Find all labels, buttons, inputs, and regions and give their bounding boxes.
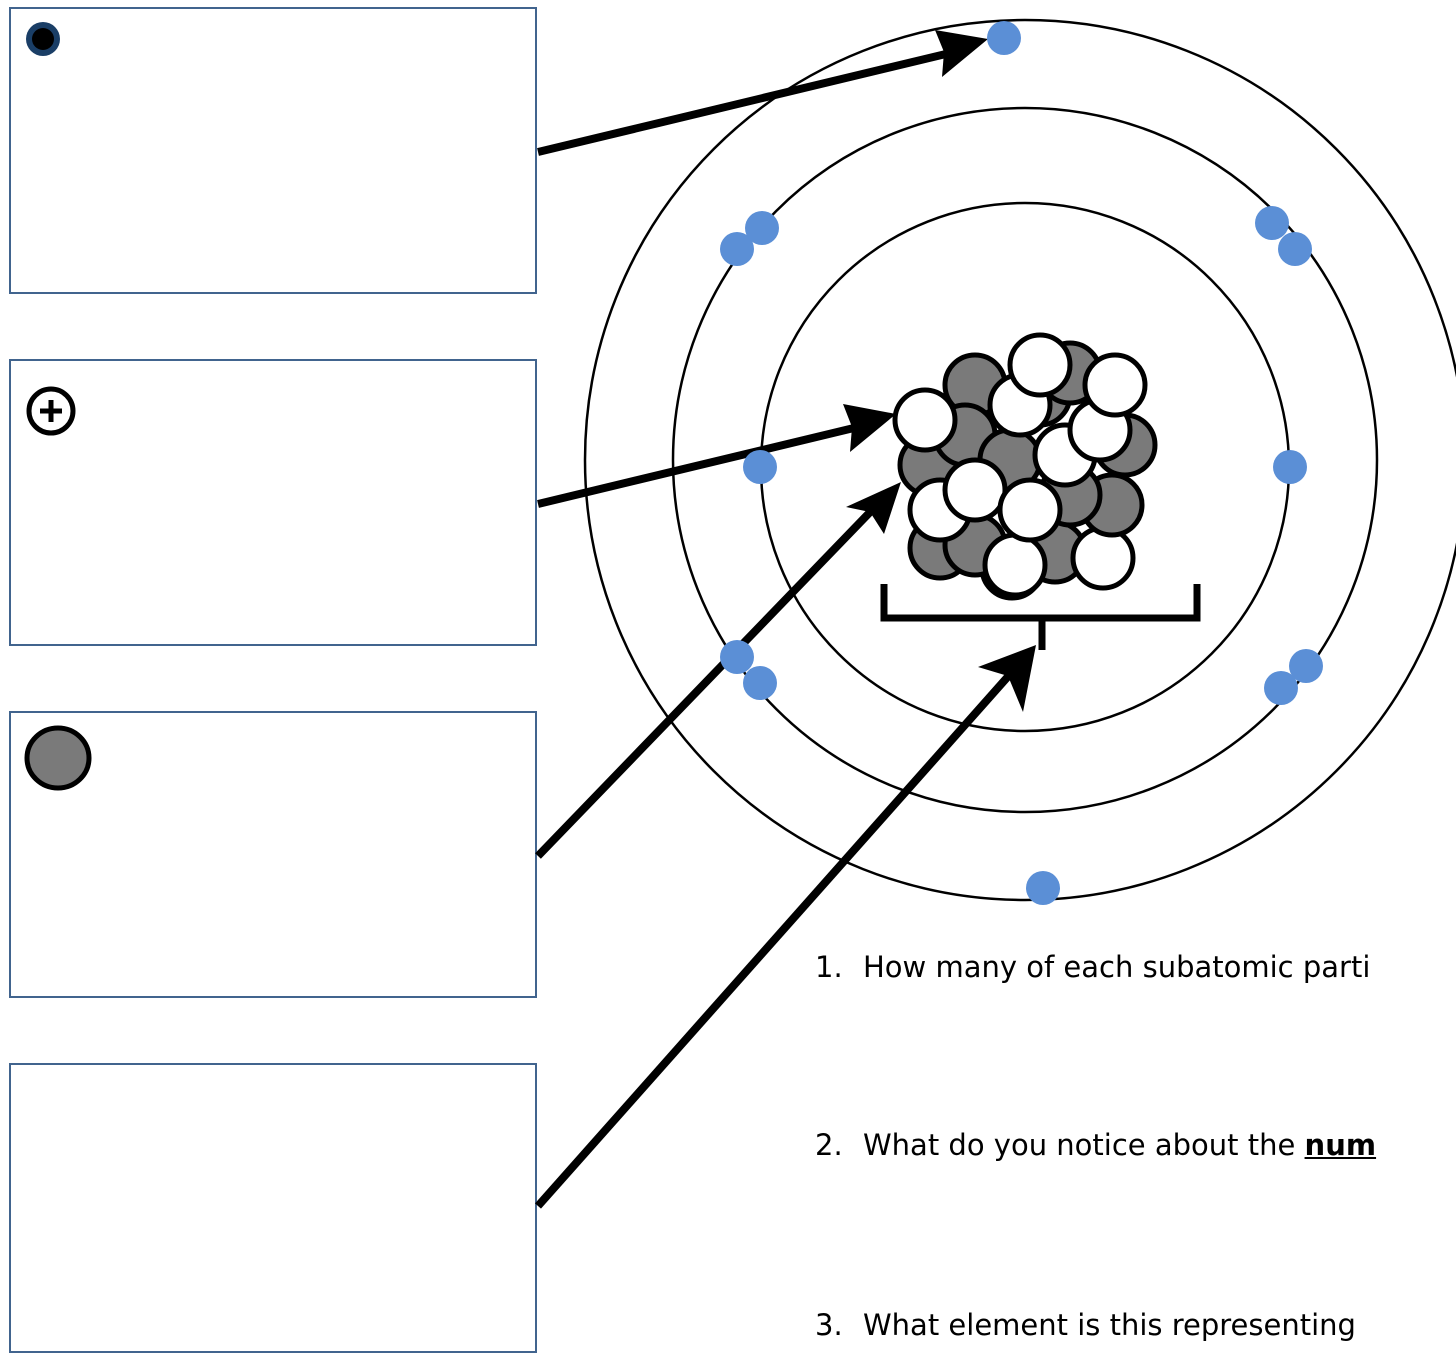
electron (745, 211, 779, 245)
electron (1264, 671, 1298, 705)
proton-particle (1082, 352, 1148, 418)
question-2: 2. What do you notice about the num (815, 1128, 1376, 1162)
neutron-label-box[interactable] (9, 711, 537, 998)
question-2-bold-text: num (1304, 1128, 1377, 1162)
question-2-number: 2. (815, 1128, 843, 1162)
proton-particle (997, 477, 1063, 543)
arrow-proton-head (843, 404, 896, 452)
electron (720, 232, 754, 266)
nucleus (892, 332, 1158, 601)
proton-particle (982, 532, 1048, 598)
electron (720, 640, 754, 674)
arrow-proton (537, 423, 859, 508)
electron (1273, 450, 1307, 484)
arrow-neutron-head (846, 482, 901, 534)
electron (1026, 871, 1060, 905)
nucleus-bracket (880, 584, 1201, 650)
question-1: 1. How many of each subatomic parti (815, 950, 1370, 984)
proton-plus-icon (26, 386, 76, 436)
question-1-number: 1. (815, 950, 843, 984)
question-1-text: How many of each subatomic parti (863, 950, 1371, 984)
shell-3 (583, 18, 1456, 902)
nucleus-label-box[interactable] (9, 1063, 537, 1353)
question-2-text: What do you notice about the (863, 1128, 1305, 1162)
electron-icon (26, 22, 60, 56)
proton-particle (1007, 332, 1073, 398)
electron (1278, 232, 1312, 266)
electron (1289, 649, 1323, 683)
proton-particle (942, 457, 1008, 523)
electron (987, 21, 1021, 55)
pointer-arrows (535, 30, 1036, 1209)
arrow-nucleus (535, 669, 1015, 1209)
question-3-text: What element is this representing (863, 1308, 1356, 1342)
electron (1255, 206, 1289, 240)
electrons (720, 21, 1323, 905)
arrow-nucleus-head (978, 645, 1036, 712)
electron-label-box[interactable] (9, 7, 537, 294)
electron (743, 666, 777, 700)
question-3: 3. What element is this representing (815, 1308, 1356, 1342)
arrow-electron (537, 49, 951, 156)
shell-2 (671, 106, 1379, 814)
neutron-icon (24, 725, 92, 791)
electron (743, 450, 777, 484)
proton-label-box[interactable] (9, 359, 537, 646)
arrow-neutron (535, 505, 877, 859)
arrow-electron-head (935, 30, 988, 77)
question-3-number: 3. (815, 1308, 843, 1342)
proton-particle (892, 387, 958, 453)
proton-particle (1070, 525, 1136, 591)
